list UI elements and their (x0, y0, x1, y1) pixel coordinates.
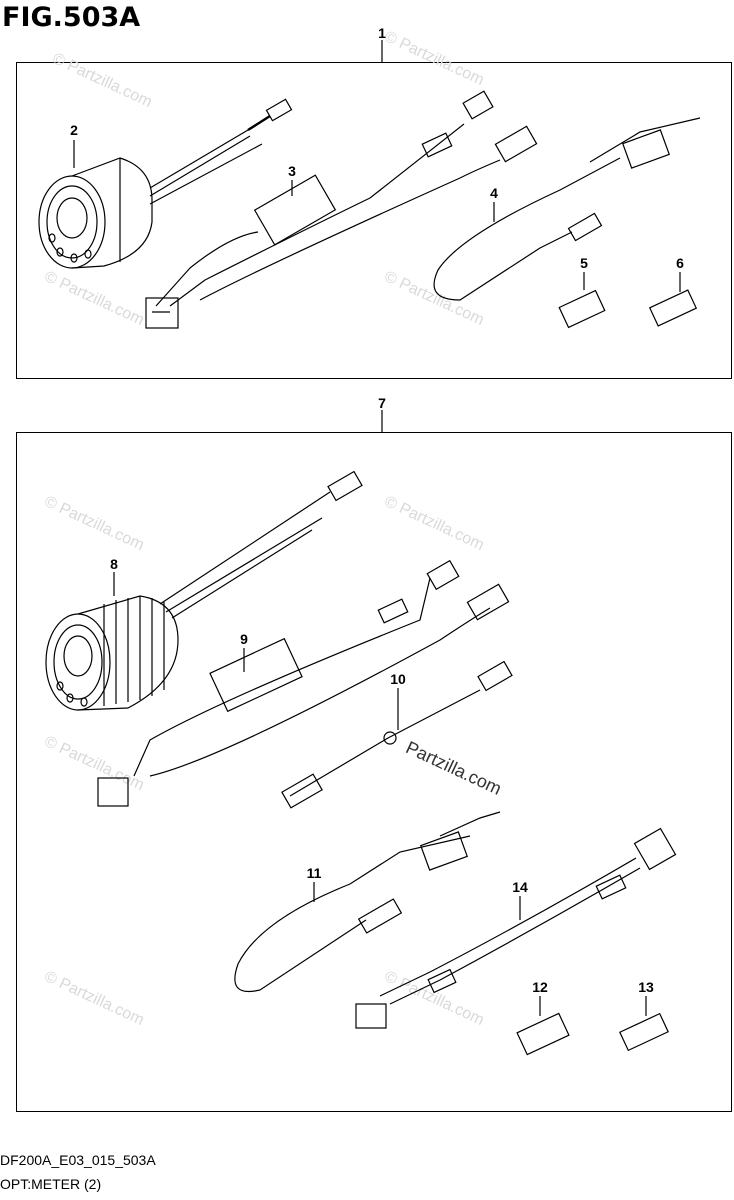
harness-part-3 (145, 90, 538, 329)
callout-12: 12 (532, 979, 548, 995)
assembly-panel-1 (16, 62, 732, 379)
callout-3: 3 (288, 163, 296, 179)
gauge-part-2 (38, 157, 153, 269)
callout-2: 2 (70, 122, 78, 138)
harness-part-14 (355, 827, 677, 1029)
cable-part-11 (234, 811, 501, 992)
fitting-part-13 (619, 1012, 669, 1052)
callout-8: 8 (110, 556, 118, 572)
gauge-part-8 (45, 595, 179, 711)
callout-6: 6 (676, 255, 684, 271)
callout-14: 14 (512, 879, 528, 895)
callout-7: 7 (378, 395, 386, 411)
figure-caption: OPT:METER (2) (0, 1176, 102, 1192)
cable-part-10 (281, 660, 513, 809)
callout-1: 1 (378, 25, 386, 41)
harness-part-9 (97, 559, 510, 807)
fitting-part-6 (648, 289, 698, 327)
callout-5: 5 (580, 255, 588, 271)
figure-title: FIG.503A (2, 2, 141, 33)
callout-11: 11 (307, 865, 322, 881)
callout-13: 13 (638, 979, 654, 995)
callout-9: 9 (240, 631, 248, 647)
fitting-part-12 (516, 1012, 570, 1056)
fitting-part-5 (558, 289, 606, 329)
callout-4: 4 (490, 185, 498, 201)
figure-code: DF200A_E03_015_503A (0, 1152, 156, 1168)
cable-part-4 (433, 117, 701, 301)
assembly-panel-7 (16, 432, 732, 1112)
callout-10: 10 (390, 671, 406, 687)
